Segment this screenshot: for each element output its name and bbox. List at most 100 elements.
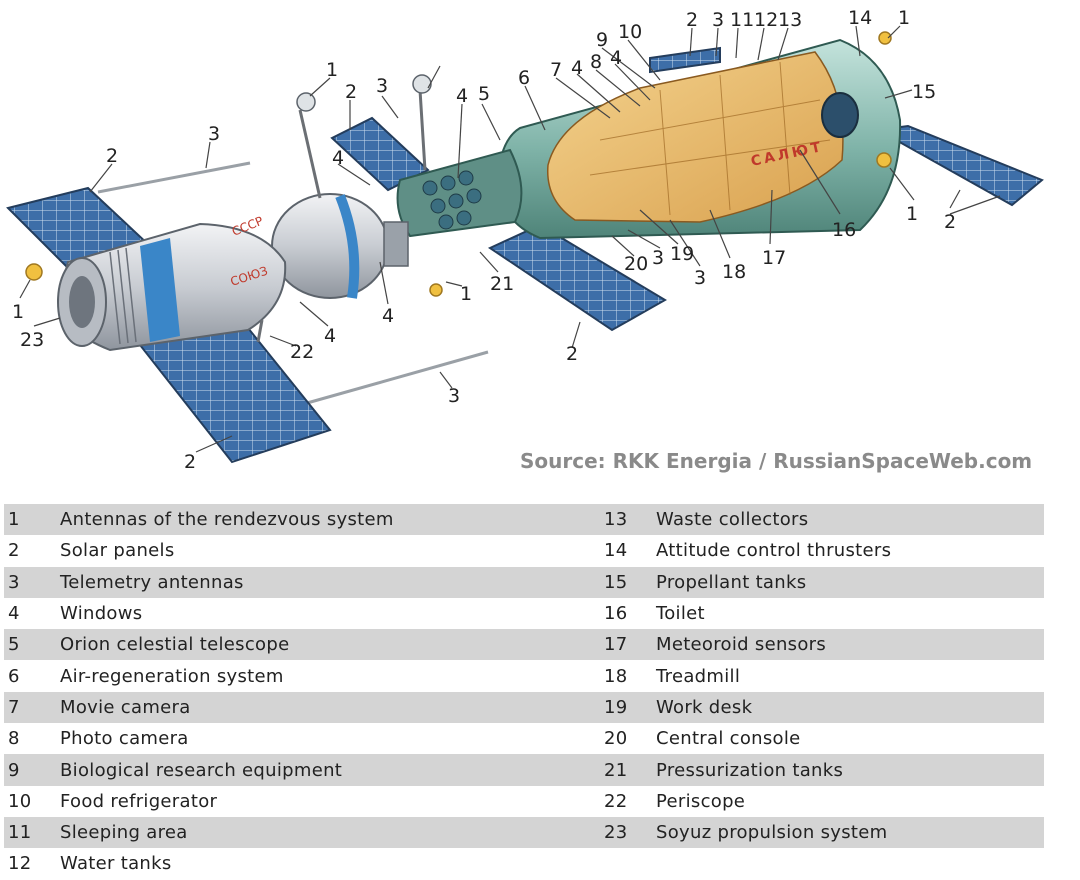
legend-label: Photo camera bbox=[60, 728, 189, 750]
soyuz-service-module bbox=[56, 222, 287, 352]
legend-number: 20 bbox=[604, 728, 628, 750]
callout-4: 4 bbox=[324, 325, 336, 347]
callout-2: 2 bbox=[345, 81, 357, 103]
callout-3: 3 bbox=[376, 75, 388, 97]
legend-row: 3 Telemetry antennas 15 Propellant tanks bbox=[4, 566, 1044, 598]
legend-label: Sleeping area bbox=[60, 822, 188, 844]
legend-number: 12 bbox=[8, 853, 32, 875]
callout-16: 16 bbox=[832, 219, 856, 241]
legend-row: 10 Food refrigerator 22 Periscope bbox=[4, 786, 1044, 817]
legend-number: 14 bbox=[604, 540, 628, 562]
legend-label: Air-regeneration system bbox=[60, 665, 284, 687]
legend-number: 21 bbox=[604, 759, 628, 781]
legend-number: 8 bbox=[8, 728, 20, 750]
callout-8: 8 bbox=[590, 51, 602, 73]
callout-11: 11 bbox=[730, 9, 754, 31]
callout-1: 1 bbox=[326, 59, 338, 81]
callout-10: 10 bbox=[618, 21, 642, 43]
callout-2: 2 bbox=[944, 211, 956, 233]
legend-number: 19 bbox=[604, 696, 628, 718]
callout-4: 4 bbox=[382, 305, 394, 327]
callout-1: 1 bbox=[460, 283, 472, 305]
legend-label: Propellant tanks bbox=[656, 571, 807, 593]
legend-label: Water tanks bbox=[60, 853, 172, 875]
callout-15: 15 bbox=[912, 81, 936, 103]
legend-label: Periscope bbox=[656, 790, 746, 812]
antenna-dish-icon bbox=[25, 31, 892, 297]
callout-22: 22 bbox=[290, 341, 314, 363]
soyuz-orbital-module bbox=[271, 193, 409, 299]
station-solar-panel-lower bbox=[487, 223, 667, 332]
callout-3: 3 bbox=[208, 123, 220, 145]
callout-21: 21 bbox=[490, 273, 514, 295]
legend-label: Pressurization tanks bbox=[656, 759, 844, 781]
legend-number: 16 bbox=[604, 603, 628, 625]
callout-1: 1 bbox=[906, 203, 918, 225]
image-source-credit: Source: RKK Energia / RussianSpaceWeb.co… bbox=[520, 449, 1033, 473]
legend-label: Movie camera bbox=[60, 696, 191, 718]
legend-row: 9 Biological research equipment 21 Pressuri… bbox=[4, 754, 1044, 786]
callout-17: 17 bbox=[762, 247, 786, 269]
callout-1: 1 bbox=[898, 7, 910, 29]
legend-number: 5 bbox=[8, 634, 20, 656]
legend-number: 3 bbox=[8, 571, 20, 593]
callout-23: 23 bbox=[20, 329, 44, 351]
callout-9: 9 bbox=[596, 29, 608, 51]
legend-number: 10 bbox=[8, 790, 32, 812]
telemetry-antenna-rods bbox=[97, 161, 489, 407]
legend-number: 18 bbox=[604, 665, 628, 687]
legend-label: Central console bbox=[656, 728, 801, 750]
legend-label: Meteoroid sensors bbox=[656, 634, 827, 656]
legend-row: 12 Water tanks bbox=[4, 848, 1044, 879]
legend-label: Solar panels bbox=[60, 540, 175, 562]
legend-number: 22 bbox=[604, 790, 628, 812]
callout-20: 20 bbox=[624, 253, 648, 275]
legend-label: Antennas of the rendezvous system bbox=[60, 509, 394, 531]
legend-number: 23 bbox=[604, 822, 628, 844]
station-solar-panel-right bbox=[874, 124, 1044, 207]
legend-number: 1 bbox=[8, 509, 20, 531]
callout-3: 3 bbox=[652, 247, 664, 269]
legend-label: Orion celestial telescope bbox=[60, 634, 290, 656]
salyut-station-hull bbox=[496, 38, 902, 240]
callout-4: 4 bbox=[456, 85, 468, 107]
callout-3: 3 bbox=[448, 385, 460, 407]
legend-number: 7 bbox=[8, 696, 20, 718]
station-transfer-compartment bbox=[396, 148, 523, 238]
callout-numbers: 2 3 1 2 3 4 4 5 6 7 4 8 4 9 10 2 3 11 12… bbox=[12, 7, 956, 473]
legend-label: Telemetry antennas bbox=[60, 571, 244, 593]
callout-7: 7 bbox=[550, 59, 562, 81]
callout-2: 2 bbox=[686, 9, 698, 31]
salyut-soyuz-cutaway-diagram: СССР СОЮЗ САЛЮТ bbox=[6, 7, 1044, 473]
rendezvous-antenna-mast bbox=[256, 89, 427, 343]
legend-number: 15 bbox=[604, 571, 628, 593]
callout-leader-lines bbox=[19, 25, 1001, 453]
legend-label: Food refrigerator bbox=[60, 790, 218, 812]
legend-row: 8 Photo camera 20 Central console bbox=[4, 723, 1044, 754]
callout-3: 3 bbox=[694, 267, 706, 289]
legend-label: Attitude control thrusters bbox=[656, 540, 892, 562]
legend-label: Treadmill bbox=[656, 665, 741, 687]
callout-2: 2 bbox=[106, 145, 118, 167]
station-solar-panel-top bbox=[649, 46, 721, 74]
legend-label: Work desk bbox=[656, 696, 753, 718]
legend-number: 9 bbox=[8, 759, 20, 781]
callout-6: 6 bbox=[518, 67, 530, 89]
legend-number: 13 bbox=[604, 509, 628, 531]
station-solar-panel-upper-left bbox=[330, 116, 430, 192]
legend-label: Biological research equipment bbox=[60, 759, 343, 781]
callout-4: 4 bbox=[571, 57, 583, 79]
legend-number: 6 bbox=[8, 665, 20, 687]
legend-row: 7 Movie camera 19 Work desk bbox=[4, 691, 1044, 724]
legend-row: 6 Air-regeneration system 18 Treadmill bbox=[4, 660, 1044, 691]
callout-3: 3 bbox=[712, 9, 724, 31]
callout-2: 2 bbox=[566, 343, 578, 365]
callout-4: 4 bbox=[610, 47, 622, 69]
callout-4: 4 bbox=[332, 147, 344, 169]
callout-2: 2 bbox=[184, 451, 196, 473]
